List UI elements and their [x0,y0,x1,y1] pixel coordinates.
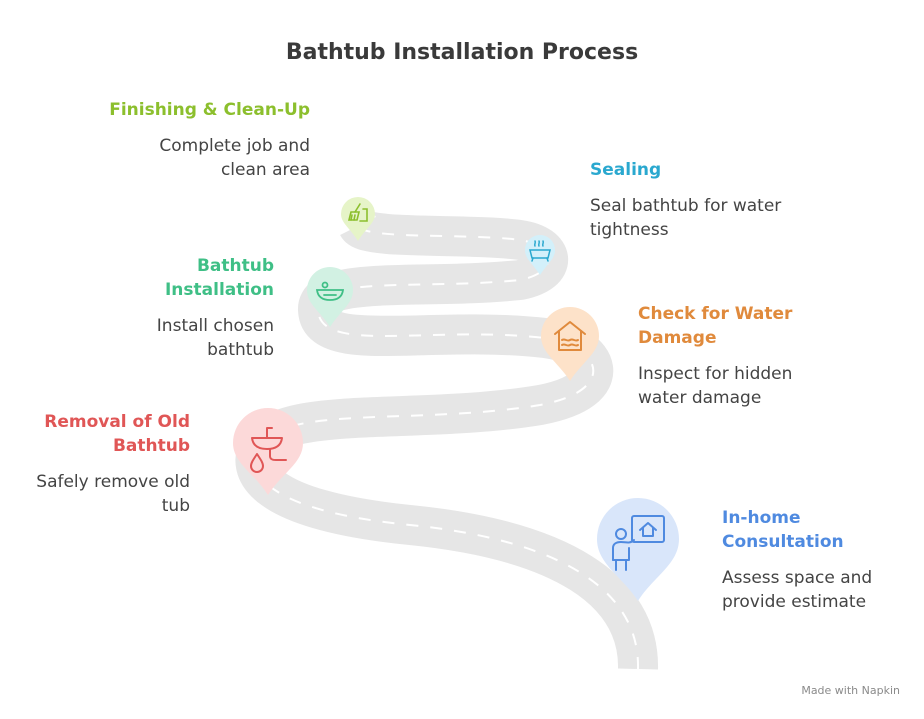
step-description: Safely remove old tub [36,472,190,516]
tub-basin-icon [307,267,353,327]
step-sealing: Sealing Seal bathtub for water tightness [590,158,790,242]
step-check-water-damage: Check for Water Damage Inspect for hidde… [638,302,858,410]
step-finishing: Finishing & Clean-Up Complete job and cl… [90,98,310,182]
step-title: Check for Water Damage [638,304,793,348]
napkin-footer: Made with Napkin [801,684,900,697]
house-water-icon [541,307,599,381]
step-title: Finishing & Clean-Up [109,100,310,120]
person-presentation-icon [597,498,679,601]
step-title: Sealing [590,160,662,180]
step-description: Assess space and provide estimate [722,568,873,612]
step-description: Inspect for hidden water damage [638,364,793,408]
step-description: Seal bathtub for water tightness [590,196,782,240]
step-consultation: In-home Consultation Assess space and pr… [722,506,902,614]
bathtub-steam-icon [525,235,555,275]
step-title: In-home Consultation [722,508,844,552]
step-description: Complete job and clean area [159,136,310,180]
step-title: Bathtub Installation [164,256,274,300]
step-description: Install chosen bathtub [156,316,274,360]
step-title: Removal of Old Bathtub [44,412,190,456]
step-removal: Removal of Old Bathtub Safely remove old… [10,410,190,518]
sink-drain-icon [233,408,303,495]
broom-dustpan-icon [341,197,375,241]
diagram-title: Bathtub Installation Process [285,40,639,65]
step-bathtub-installation: Bathtub Installation Install chosen bath… [104,254,274,362]
